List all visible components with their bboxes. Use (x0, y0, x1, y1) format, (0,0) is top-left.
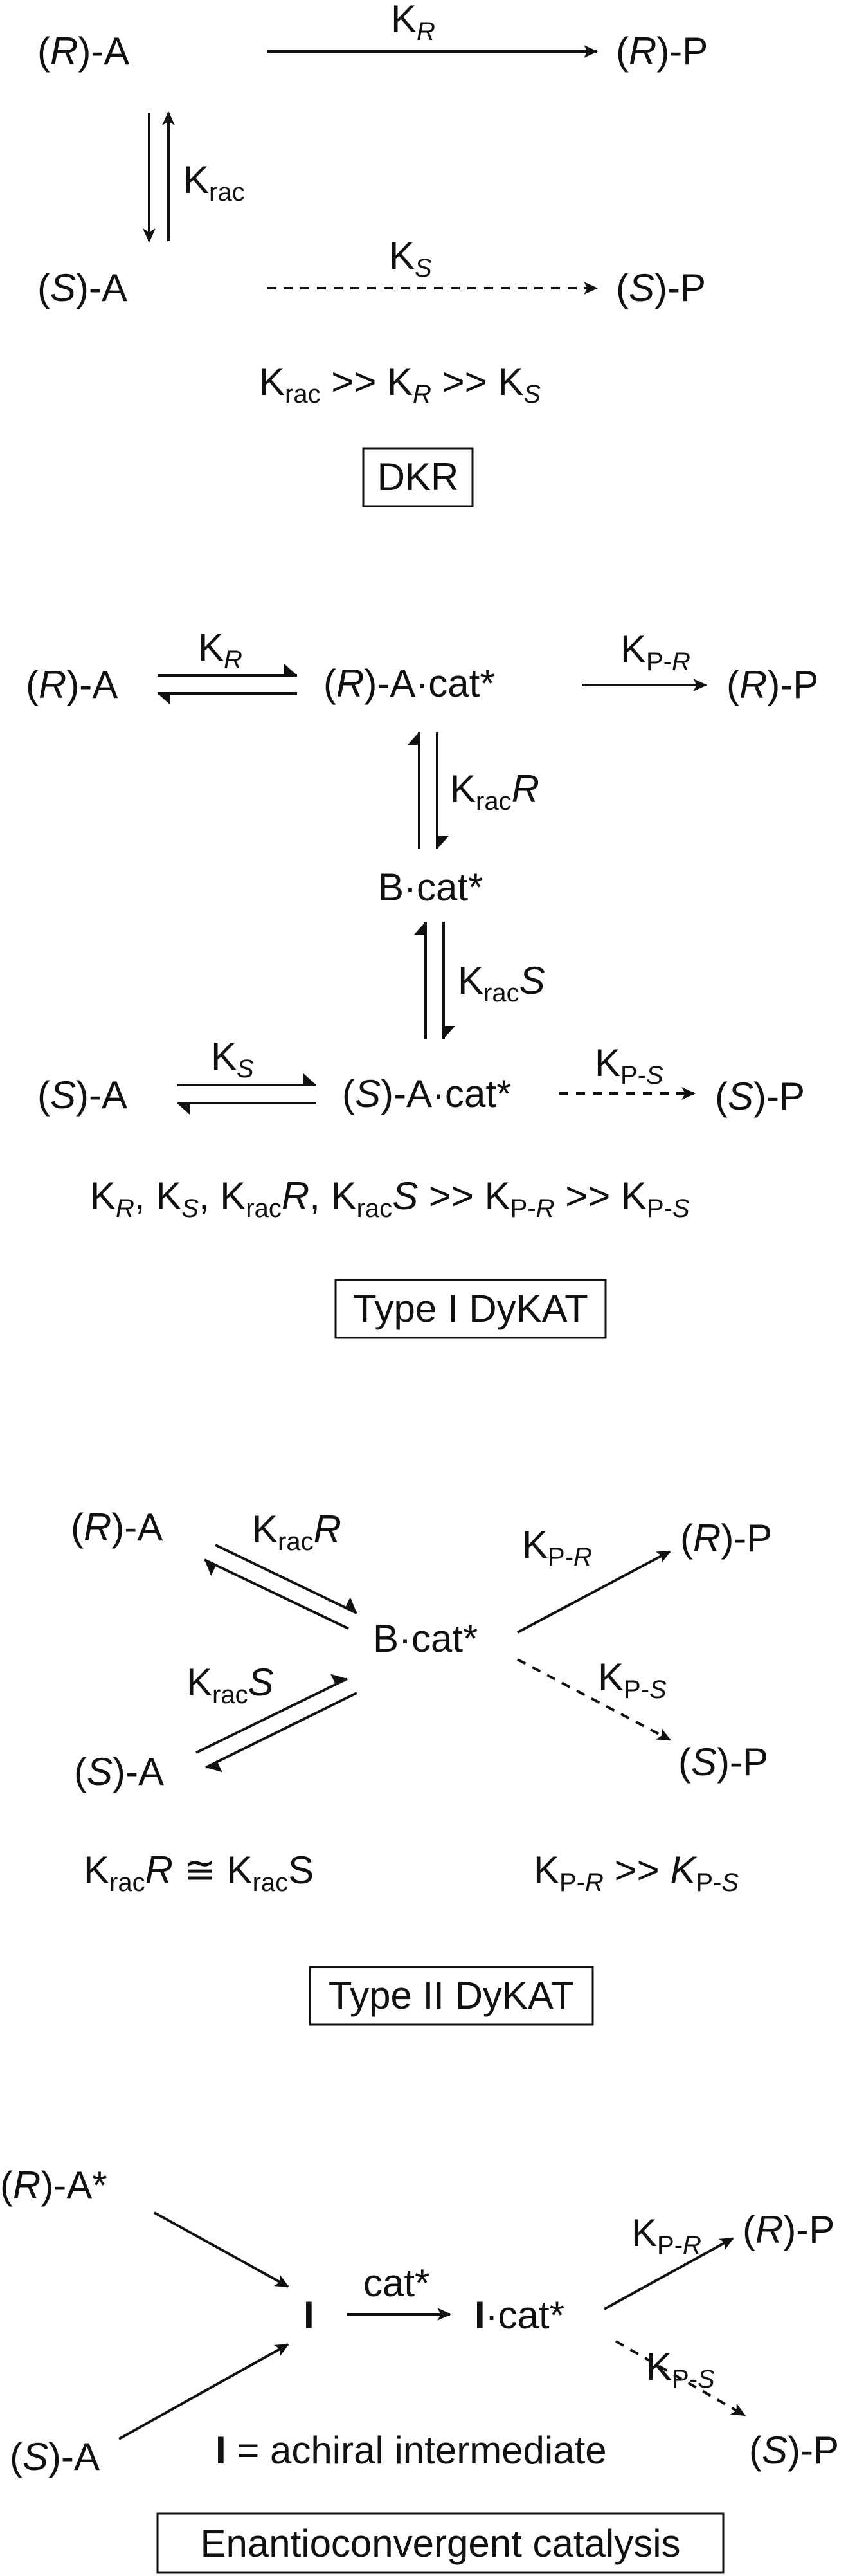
type1-achiral-complex: B·cat* (378, 866, 483, 909)
enantio-arrow-s-to-intermediate (118, 2343, 289, 2440)
dkr-rate-kr: KR (391, 0, 435, 46)
enantio-s-product: (S)-P (749, 2429, 839, 2472)
enantio-arrow-kps (615, 2340, 746, 2416)
type1-r-substrate: (R)-A (26, 663, 118, 706)
type2-rate-kracr: KracR (252, 1508, 341, 1556)
enantio-arrow-r-to-intermediate (154, 2211, 289, 2288)
type1-dykat-scheme: (R)-A (R)-A·cat* (R)-P KR KP-R KracR B·c… (26, 626, 818, 1339)
type1-rate-kps: KP-S (595, 1041, 663, 1090)
type2-achiral-complex: B·cat* (373, 1617, 478, 1660)
type2-label-box (309, 1966, 594, 2026)
enantio-rate-kps: KP-S (646, 2345, 715, 2393)
enantio-r-product: (R)-P (743, 2208, 834, 2251)
type2-rate-kps: KP-S (598, 1656, 667, 1704)
type1-r-product: (R)-P (726, 663, 818, 706)
type1-s-substrate: (S)-A (37, 1073, 127, 1117)
type1-label: Type I DyKAT (353, 1287, 588, 1330)
type2-eq-s-reverse (205, 1692, 357, 1773)
enantio-intermediate: I (303, 2294, 314, 2337)
type1-s-complex: (S)-A·cat* (342, 1072, 511, 1115)
enantioconvergent-scheme: (R)-A* (S)-A I cat* I·cat* KP-R (R)-P KP… (0, 2164, 839, 2574)
dkr-rate-krac: Krac (183, 158, 245, 206)
type2-eq-r-forward (215, 1544, 357, 1614)
dkr-condition: Krac >> KR >> KS (259, 360, 541, 408)
enantio-note: I = achiral intermediate (215, 2429, 607, 2472)
enantio-intermediate-complex: I·cat* (474, 2294, 564, 2337)
type2-arrow-kpr (517, 1550, 671, 1634)
enantio-s-substrate: (S)-A (10, 2435, 100, 2478)
enantio-catalyst-label: cat* (363, 2261, 429, 2305)
type2-r-product: (R)-P (680, 1517, 772, 1560)
dkr-label: DKR (377, 455, 459, 498)
type2-dykat-scheme: (R)-A KracR B·cat* (S)-A KracS KP-R (R)-… (71, 1506, 772, 2026)
type2-s-substrate: (S)-A (74, 1750, 164, 1793)
dkr-s-product: (S)-P (616, 266, 706, 309)
enantio-arrow-kpr (604, 2237, 734, 2310)
type1-rate-ks: KS (211, 1035, 254, 1083)
type2-r-substrate: (R)-A (71, 1506, 163, 1549)
type2-arrow-kps (517, 1658, 671, 1741)
type2-label: Type II DyKAT (329, 1974, 574, 2017)
type2-condition-racemization: KracR ≅ KracS (84, 1849, 314, 1897)
type1-s-product: (S)-P (715, 1075, 805, 1118)
type2-rate-kracs: KracS (186, 1661, 274, 1709)
type1-rate-kracr: KracR (450, 767, 539, 816)
enantio-r-substrate: (R)-A* (0, 2164, 107, 2207)
dkr-label-box (362, 447, 474, 507)
type1-label-box (334, 1279, 607, 1339)
type2-eq-r-reverse (204, 1558, 349, 1630)
type2-eq-s-forward (195, 1674, 348, 1754)
dkr-r-product: (R)-P (616, 30, 708, 73)
type1-condition: KR, KS, KracR, KracS >> KP-R >> KP-S (90, 1174, 690, 1223)
type2-condition-product: KP-R >> KP-S (534, 1849, 739, 1897)
enantio-rate-kpr: KP-R (631, 2211, 701, 2260)
type1-rate-kpr: KP-R (620, 628, 690, 676)
dkr-s-substrate: (S)-A (37, 266, 127, 309)
enantio-label: Enantioconvergent catalysis (200, 2522, 680, 2565)
dkr-rate-ks: KS (389, 234, 432, 282)
type1-rate-kr: KR (198, 626, 242, 674)
dkr-scheme: (R)-A (R)-P (S)-A (S)-P KR Krac KS Krac … (37, 0, 708, 507)
type2-rate-kpr: KP-R (522, 1523, 592, 1571)
dkr-r-substrate: (R)-A (37, 30, 129, 73)
type1-rate-kracs: KracS (458, 959, 545, 1007)
type2-s-product: (S)-P (678, 1740, 768, 1784)
enantio-label-box (156, 2512, 725, 2574)
type1-r-complex: (R)-A·cat* (323, 662, 495, 705)
